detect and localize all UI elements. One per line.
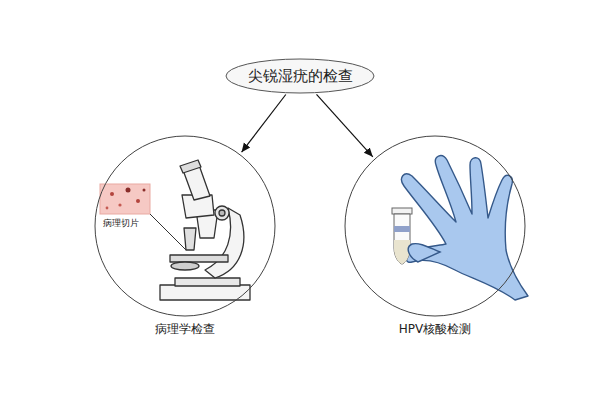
microscope (160, 160, 250, 300)
arrow-connector (242, 94, 286, 152)
node-text: 尖锐湿疣的检查 (248, 67, 353, 86)
exam-circle: 病理学检查 (94, 135, 276, 342)
circle-outline (344, 135, 526, 317)
exam-circle: HPV核酸检测 (344, 135, 526, 342)
node-text: 病理学检查 (155, 321, 215, 338)
pathology-slide (100, 184, 150, 214)
arrow-connector (317, 94, 373, 157)
thumb (408, 244, 440, 262)
node-text: HPV核酸检测 (399, 321, 471, 338)
leader-line (150, 214, 186, 250)
title-ellipse: 尖锐湿疣的检查 (225, 58, 375, 94)
sample-tube (392, 208, 412, 264)
gloved-hand (402, 156, 528, 300)
slide-label: 病理切片 (103, 217, 139, 230)
